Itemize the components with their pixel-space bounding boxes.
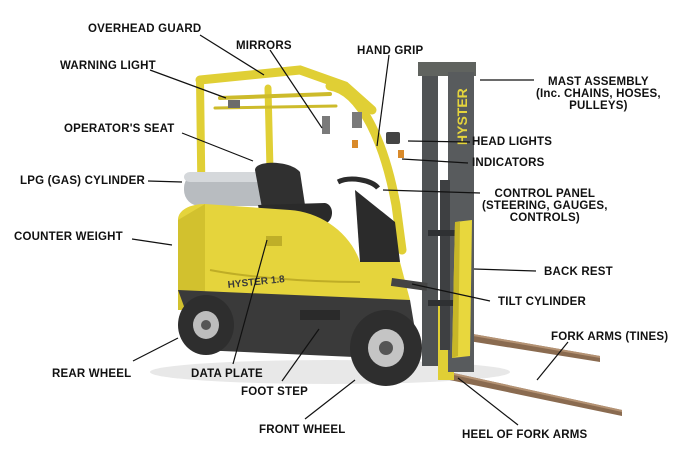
label-data-plate: DATA PLATE — [191, 368, 263, 380]
label-heel-of-fork-arms: HEEL OF FORK ARMS — [462, 429, 588, 441]
rear-wheel — [178, 295, 234, 355]
tilt-cylinder — [390, 278, 428, 291]
label-operators-seat: OPERATOR'S SEAT — [64, 123, 175, 135]
forklift-body: HYSTER 1.8 — [178, 204, 410, 310]
fork-arms — [438, 300, 622, 416]
lpg-cylinder — [184, 172, 274, 206]
label-fork-arms: FORK ARMS (TINES) — [551, 331, 669, 343]
label-warning-light: WARNING LIGHT — [60, 60, 156, 72]
label-hand-grip: HAND GRIP — [357, 45, 424, 57]
mast-brand-text: HYSTER — [454, 88, 470, 145]
label-overhead-guard: OVERHEAD GUARD — [88, 23, 202, 35]
label-back-rest: BACK REST — [544, 266, 613, 278]
label-mast-assembly: MAST ASSEMBLY (Inc. CHAINS, HOSES, PULLE… — [536, 76, 661, 112]
back-rest — [452, 220, 472, 358]
label-head-lights: HEAD LIGHTS — [472, 136, 553, 148]
data-plate — [266, 236, 282, 246]
head-light — [386, 132, 400, 144]
indicator — [352, 140, 358, 148]
label-lpg-cylinder: LPG (GAS) CYLINDER — [20, 175, 145, 187]
label-rear-wheel: REAR WHEEL — [52, 368, 132, 380]
label-foot-step: FOOT STEP — [241, 386, 308, 398]
label-counter-weight: COUNTER WEIGHT — [14, 231, 123, 243]
mirror — [322, 116, 330, 134]
label-tilt-cylinder: TILT CYLINDER — [498, 296, 586, 308]
control-panel — [336, 176, 400, 262]
front-wheel — [350, 310, 422, 386]
label-front-wheel: FRONT WHEEL — [259, 424, 346, 436]
ground-shadow — [150, 360, 510, 384]
label-indicators: INDICATORS — [472, 157, 545, 169]
foot-step — [300, 310, 340, 320]
mirror — [352, 112, 362, 128]
leader-lines — [131, 34, 569, 426]
indicator — [398, 150, 404, 158]
label-control-panel: CONTROL PANEL (STEERING, GAUGES, CONTROL… — [482, 188, 608, 224]
label-mirrors: MIRRORS — [236, 40, 292, 52]
warning-light — [228, 100, 240, 108]
